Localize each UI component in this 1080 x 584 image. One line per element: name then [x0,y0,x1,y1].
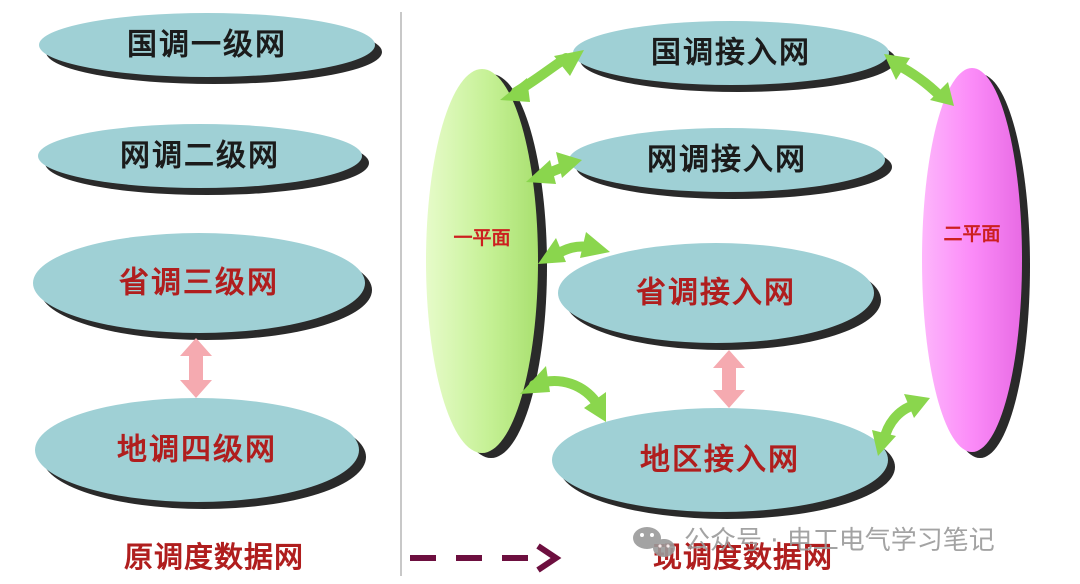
plane-two: 二平面 [922,68,1030,458]
watermark-text: 公众号 · 电工电气学习笔记 [684,526,995,556]
old-level-4-label: 地调四级网 [117,433,277,468]
old-level-4: 地调四级网 [35,398,366,509]
old-level-3-label: 省调三级网 [119,266,279,301]
access-net-3: 省调接入网 [558,243,881,350]
transition-arrow [410,543,562,573]
old-level-1: 国调一级网 [39,13,382,84]
wechat-icon [633,527,675,557]
access-net-4: 地区接入网 [552,408,895,519]
access-net-3-label: 省调接入网 [636,276,796,311]
access-net-2: 网调接入网 [569,128,892,199]
access-net-4-label: 地区接入网 [640,443,800,478]
plane-one-label: 一平面 [453,227,510,249]
watermark: 公众号 · 电工电气学习笔记 [633,526,995,557]
old-network-caption: 原调度数据网 [124,540,304,574]
plane-two-label: 二平面 [943,223,1000,245]
access-net-1: 国调接入网 [573,21,896,92]
old-level-1-label: 国调一级网 [127,28,287,63]
plane-one: 一平面 [426,69,547,458]
access-net-1-label: 国调接入网 [651,36,811,71]
old-level-2: 网调二级网 [38,124,369,195]
access-net-3-4-arrow [713,350,745,408]
new-network-caption: 现调度数据网 [653,540,833,574]
old-level-3: 省调三级网 [33,233,372,340]
old-level-2-label: 网调二级网 [120,139,280,174]
access-net-2-label: 网调接入网 [647,143,807,178]
green-arrow-heads [500,50,954,456]
old-level-3-4-arrow [180,338,212,398]
